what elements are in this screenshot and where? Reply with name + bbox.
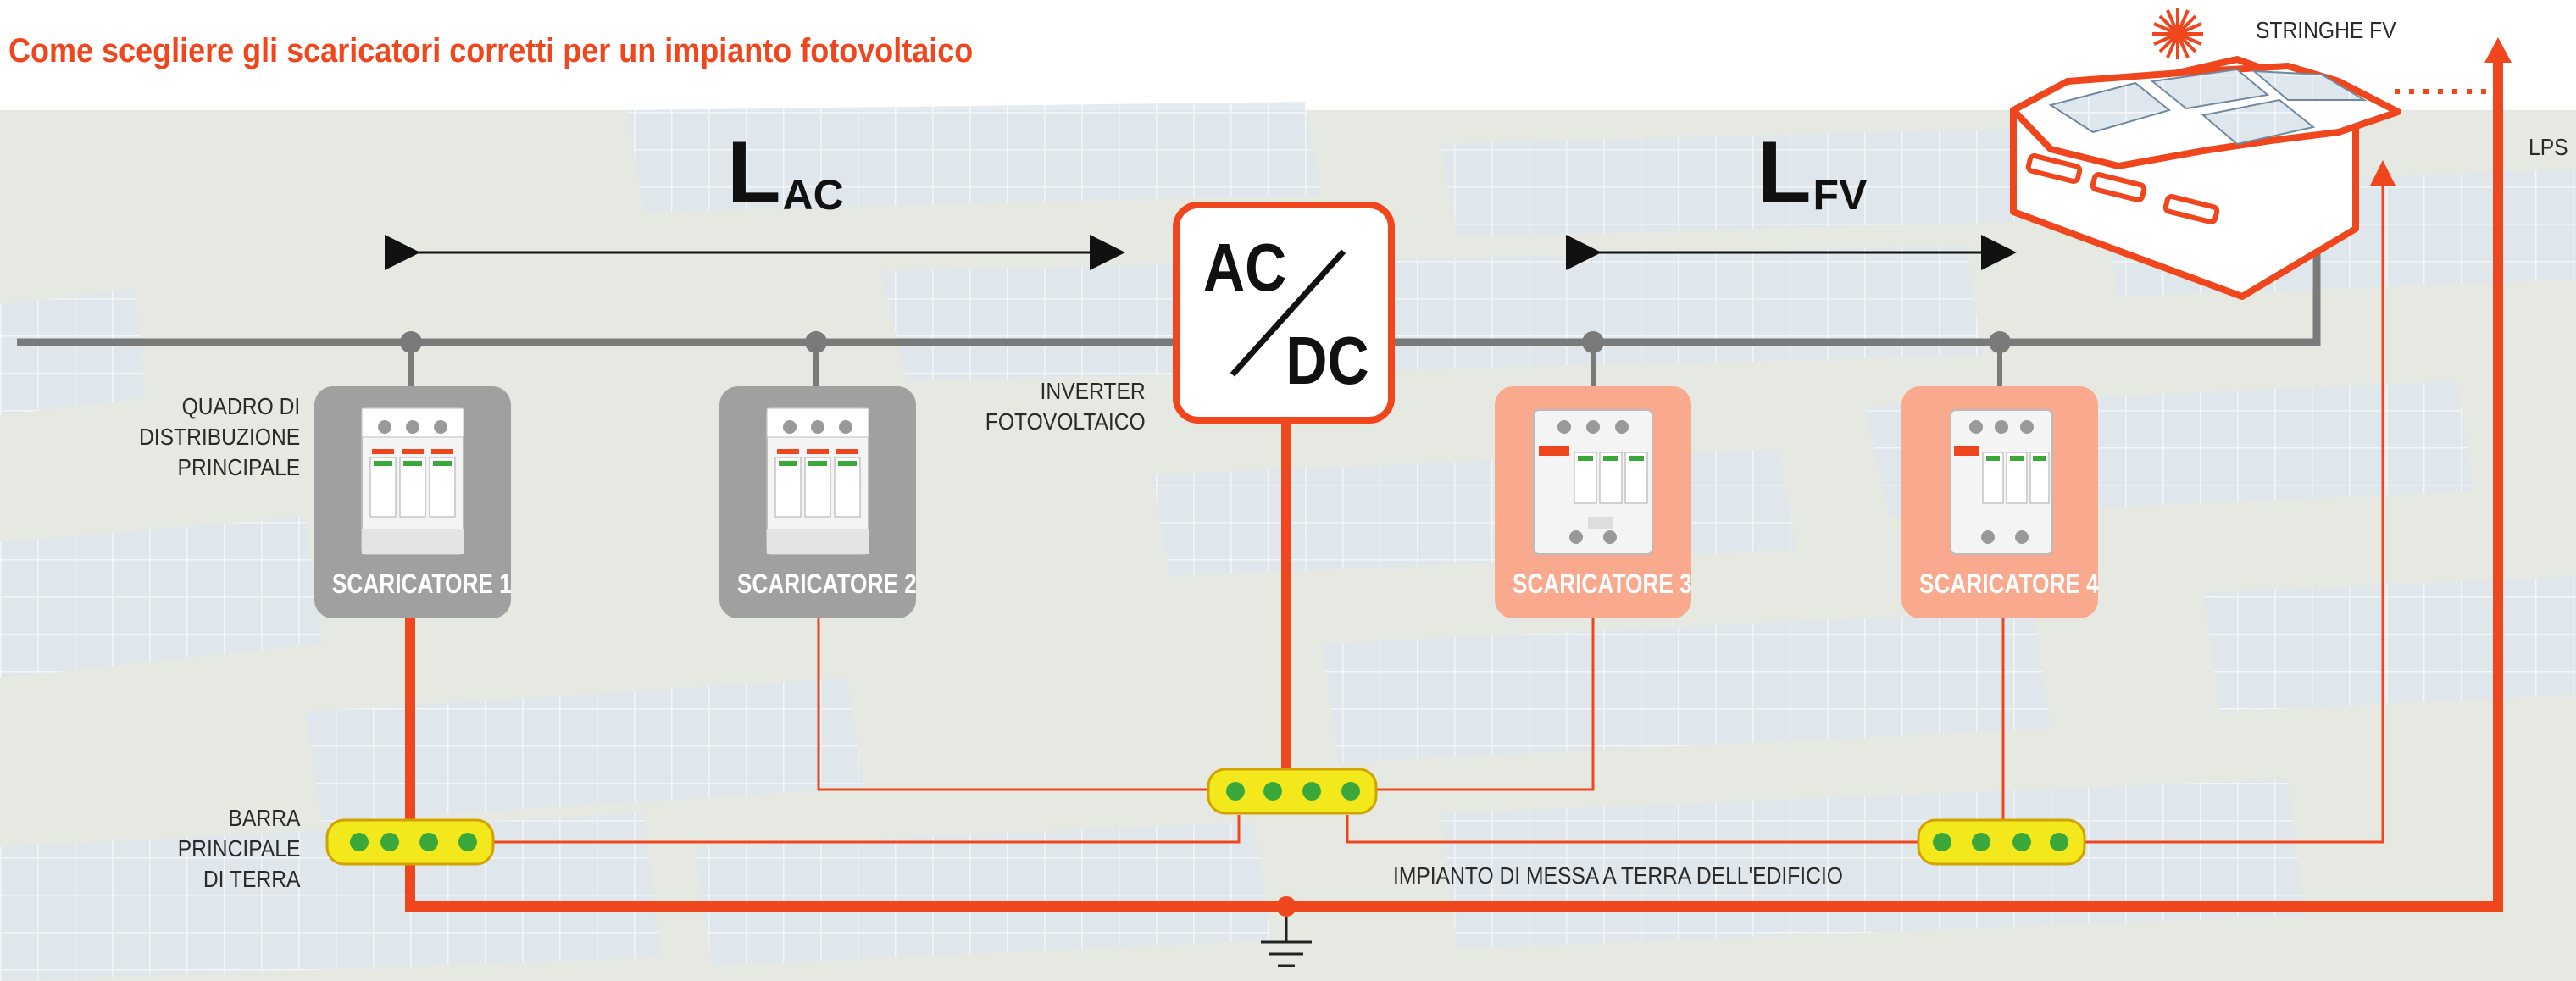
stringhe-label: STRINGHE FV (2256, 17, 2396, 43)
lfv-label-sub: FV (1813, 171, 1868, 219)
earth-bar-inverter (1207, 768, 1378, 815)
barra-label: BARRA PRINCIPALE DI TERRA (177, 805, 300, 892)
sun-icon (2152, 8, 2203, 59)
junction-dot (805, 331, 827, 353)
page-title: Come scegliere gli scaricatori corretti … (8, 32, 974, 69)
lps-label: LPS (2529, 134, 2568, 160)
scaricatore-4-card: SCARICATORE 4 (1901, 386, 2099, 618)
surge-arrester-icon (1950, 409, 2053, 555)
building-icon (2010, 56, 2401, 300)
spd3-earth-wire (1376, 617, 1595, 791)
lps-down-wire (2085, 160, 2396, 844)
inverter-box: AC DC (1173, 202, 1395, 424)
earth-bar-main (325, 818, 495, 866)
surge-arrester-icon (766, 407, 869, 555)
scaricatore-1-card: SCARICATORE 1 (314, 386, 512, 618)
lfv-label-main: L (1757, 124, 1812, 222)
earth-bar-field (1917, 818, 2086, 866)
lfv-label: LFV (1757, 129, 1867, 219)
scaricatore-2-card: SCARICATORE 2 (719, 386, 917, 618)
spd2-earth-wire (817, 617, 1210, 791)
lac-label: LAC (727, 129, 844, 219)
scaricatore-3-caption: SCARICATORE 3 (1512, 568, 1692, 599)
inverter-ac-text: AC (1203, 230, 1287, 305)
lps-arrow-head (2484, 37, 2512, 63)
main-earth-conductor (405, 59, 2503, 912)
lac-label-main: L (727, 124, 781, 222)
ground-symbol-icon (1261, 917, 1312, 967)
earth-node (1276, 896, 1296, 917)
surge-arrester-icon (1533, 409, 1653, 555)
scaricatore-2-caption: SCARICATORE 2 (736, 568, 917, 599)
main-bus-line (17, 149, 2321, 346)
inverter-label: INVERTER FOTOVOLTAICO (985, 378, 1146, 435)
junction-dot (400, 331, 422, 353)
bar-link-wire (491, 815, 1241, 844)
impianto-terra-label: IMPIANTO DI MESSA A TERRA DELL'EDIFICIO (1393, 862, 1843, 889)
scaricatore-1-caption: SCARICATORE 1 (331, 568, 512, 599)
inverter-dc-text: DC (1285, 323, 1369, 398)
bar-link-wire-2 (1346, 815, 1918, 844)
lac-label-sub: AC (782, 171, 844, 219)
quadro-label: QUADRO DI DISTRIBUZIONE PRINCIPALE (138, 393, 300, 480)
surge-arrester-icon (361, 407, 464, 555)
junction-dot (1582, 331, 1604, 353)
scaricatore-3-card: SCARICATORE 3 (1495, 386, 1692, 618)
scaricatore-4-caption: SCARICATORE 4 (1918, 568, 2099, 599)
junction-dot (1989, 331, 2011, 353)
